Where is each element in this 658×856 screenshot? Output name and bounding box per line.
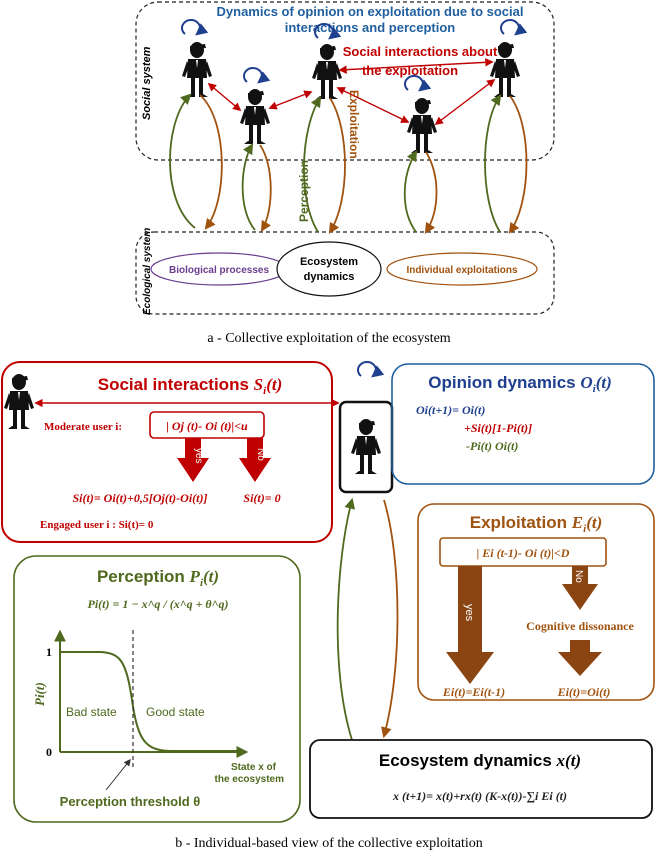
perception-threshold-label: Perception threshold θ	[60, 794, 201, 809]
self-loop-arrow	[405, 76, 423, 90]
engaged-user-label: Engaged user i : Si(t)= 0	[40, 519, 154, 531]
social-system-label: Social system	[141, 46, 153, 120]
part-b: Social interactions Si(t) Moderate user …	[1, 361, 655, 851]
yes-label: yes	[193, 448, 204, 464]
exploitation-loop	[424, 151, 438, 234]
ecosystem-equation: x (t+1)= x(t)+rx(t) (K-x(t))-∑i Ei (t)	[392, 789, 567, 803]
self-loop-arrow	[244, 68, 262, 82]
opinion-eq-line1: Oi(t+1)= Oi(t)	[416, 403, 485, 417]
exploitation-label: Exploitation	[347, 90, 361, 159]
perception-title: Perception Pi(t)	[97, 567, 219, 589]
perception-loop	[403, 150, 418, 233]
opinion-dynamics-title: Opinion dynamics Oi(t)	[428, 373, 611, 395]
threshold-pointer	[105, 758, 131, 791]
perception-box	[13, 555, 301, 823]
ecosystem-dynamics-label-line1: Ecosystem	[300, 256, 358, 268]
social-interaction-arrow	[338, 58, 494, 74]
ecosystem-dynamics-label-line2: dynamics	[304, 271, 355, 283]
caption-b: b - Individual-based view of the collect…	[175, 836, 483, 851]
perception-curve	[60, 651, 240, 752]
ecosystem-dynamics-box	[309, 739, 653, 819]
perception-loop	[303, 96, 322, 233]
perception-label: Perception	[297, 160, 311, 222]
social-interaction-arrow	[207, 82, 242, 112]
individual-exploitations-ellipse	[386, 252, 538, 286]
perception-loop	[241, 143, 256, 231]
social-interaction-arrow	[434, 78, 496, 126]
person-figure	[312, 44, 342, 99]
yes-arrow	[177, 438, 209, 482]
biological-processes-label: Biological processes	[169, 265, 269, 276]
self-loop-arrow	[358, 362, 376, 376]
person-figure	[240, 89, 270, 144]
person-figure	[407, 98, 437, 153]
exploitation-box	[417, 503, 655, 701]
good-state-label: Good state	[146, 705, 205, 719]
x-label-line1: State x of	[231, 762, 277, 773]
social-result-yes: Si(t)= Oi(t)+0,5[Oj(t)-Oi(t)]	[73, 491, 208, 505]
person-figure	[182, 42, 212, 97]
perception-y-tick-1: 1	[46, 645, 52, 659]
social-interactions-box	[1, 361, 333, 543]
no-label: No	[255, 448, 266, 461]
cognitive-dissonance-label: Cognitive dissonance	[526, 619, 634, 633]
caption-a: a - Collective exploitation of the ecosy…	[207, 331, 450, 346]
perception-formula: Pi(t) = 1 − x^q / (x^q + θ^q)	[87, 597, 228, 611]
dissonance-arrow	[558, 640, 602, 676]
exploitation-no-arrow	[562, 566, 598, 610]
part-a: Social system Ecological system Dynamics…	[135, 1, 555, 346]
exploitation-feedback-arrow	[381, 499, 399, 739]
condition-text: | Oj (t)- Oi (t)|<u	[166, 419, 248, 433]
social-interactions-title: Social interactions Si(t)	[98, 375, 282, 397]
exploitation-loop	[508, 95, 528, 234]
exploitation-result-yes: Ei(t)=Ei(t-1)	[442, 685, 505, 699]
exploitation-loop	[328, 97, 346, 234]
self-loop-arrow	[182, 20, 200, 34]
opinion-dynamics-label-line1: Dynamics of opinion on exploitation due …	[217, 4, 524, 19]
exploitation-title: Exploitation Ei(t)	[470, 513, 602, 535]
opinion-eq-line3: -Pi(t) Oi(t)	[466, 439, 518, 453]
social-result-no: Si(t)= 0	[243, 491, 280, 505]
exploitation-loop	[199, 94, 223, 230]
exploitation-yes-arrow	[446, 566, 494, 684]
opinion-dynamics-box	[391, 363, 655, 485]
ecological-system-box	[135, 231, 555, 315]
social-interaction-arrow	[336, 87, 410, 123]
exploitation-condition-box	[439, 537, 607, 567]
bad-state-label: Bad state	[66, 705, 117, 719]
moderate-user-label: Moderate user i:	[44, 421, 122, 433]
social-interaction-arrow	[268, 90, 313, 110]
opinion-eq-line2: +Si(t)[1-Pi(t)]	[464, 421, 532, 435]
neighbor-person	[4, 374, 34, 429]
perception-y-tick-0: 0	[46, 745, 52, 759]
condition-box	[149, 411, 265, 439]
social-interactions-label-line1: Social interactions about	[343, 44, 498, 59]
exploitation-condition-text: | Ei (t-1)- Oi (t)|<D	[477, 546, 570, 560]
exploitation-yes-label: yes	[463, 604, 475, 622]
opinion-dynamics-label-line2: interactions and perception	[285, 20, 456, 35]
x-label-line2: the ecosystem	[215, 774, 285, 785]
no-arrow	[239, 438, 271, 482]
ecological-system-label: Ecological system	[142, 228, 153, 315]
exploitation-result-no: Ei(t)=Oi(t)	[557, 685, 611, 699]
exploitation-loop	[259, 144, 272, 232]
perception-feedback-arrow	[336, 497, 355, 741]
perception-loop	[484, 94, 502, 233]
ecosystem-dynamics-title: Ecosystem dynamics x(t)	[379, 751, 581, 770]
ecosystem-dynamics-ellipse	[276, 241, 382, 297]
exploitation-no-label: No	[573, 570, 584, 583]
perception-y-label: Pi(t)	[32, 682, 47, 706]
individual-exploitations-label: Individual exploitations	[406, 265, 518, 276]
self-loop-arrow	[501, 20, 519, 34]
perception-loop	[169, 93, 196, 229]
